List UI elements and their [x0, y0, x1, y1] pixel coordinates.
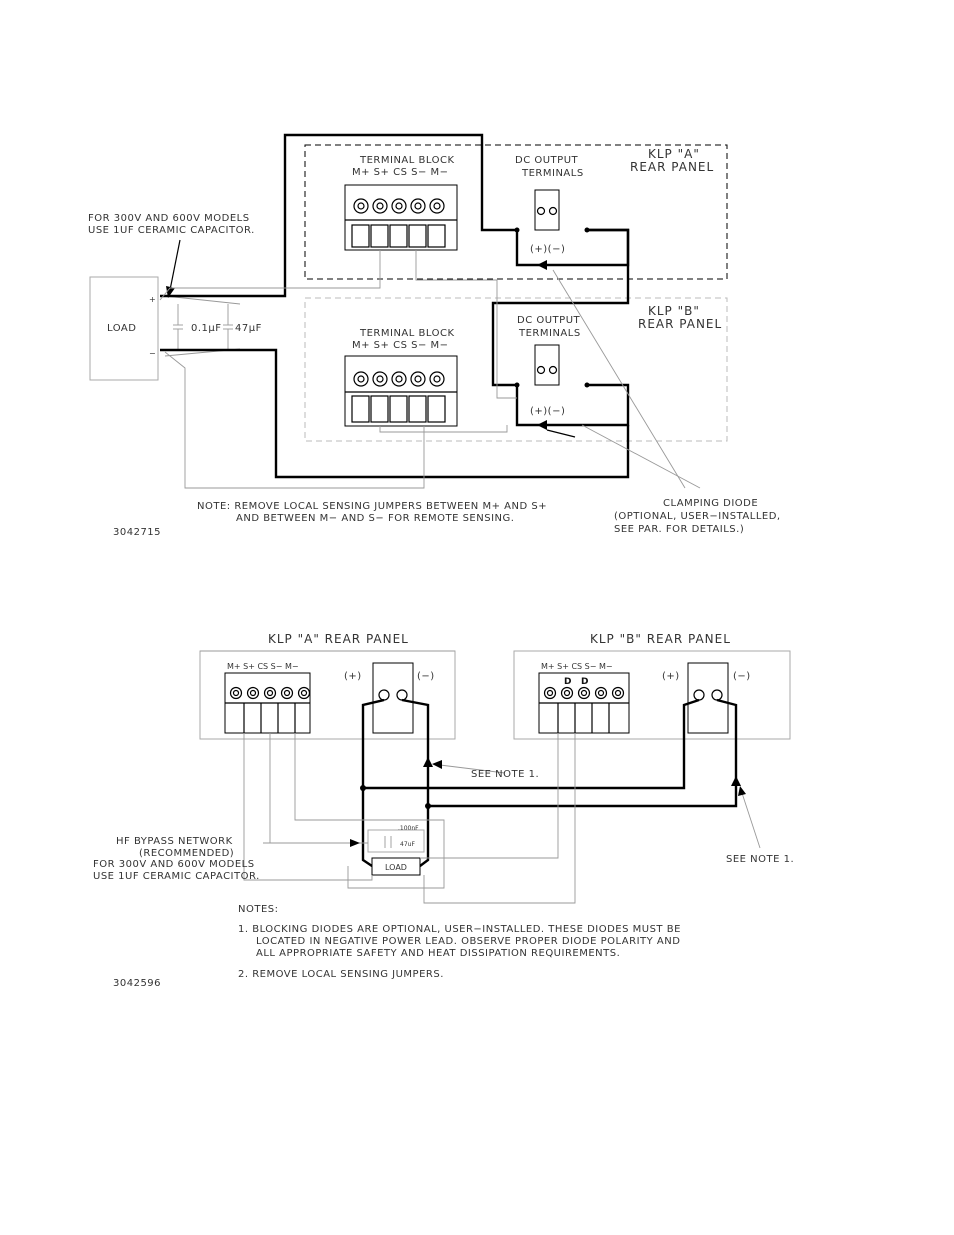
- dc-output-a-polarity: (+)(−): [530, 244, 565, 255]
- load-label-d2: LOAD: [385, 863, 407, 872]
- wire-b-plus: [363, 698, 700, 790]
- diode-mark-2: D: [581, 677, 588, 687]
- panel-b-d2: [513, 650, 791, 740]
- wire-b-loop: [515, 383, 630, 427]
- terminal-block-b: [344, 355, 458, 427]
- dc-output-a-d2: [372, 662, 414, 734]
- clamping-label-1: CLAMPING DIODE: [663, 498, 758, 509]
- dc-output-b-title: DC OUTPUT: [517, 315, 581, 326]
- cap-note-1: FOR 300V AND 600V MODELS: [88, 213, 250, 224]
- load-label: LOAD: [107, 323, 136, 334]
- load-minus: −: [149, 349, 156, 358]
- cap-label-2: 47μF: [235, 323, 262, 334]
- terminal-block-a: [344, 184, 458, 251]
- blocking-diode-b: [731, 776, 741, 786]
- bypass-line1: HF BYPASS NETWORK: [116, 836, 233, 847]
- minus-a-d2: (−): [417, 671, 435, 682]
- bypass-line4: USE 1UF CERAMIC CAPACITOR.: [93, 871, 260, 882]
- notes-title: NOTES:: [238, 904, 279, 915]
- dc-output-a-title2: TERMINALS: [521, 168, 584, 179]
- wire-b-minus: [428, 698, 738, 808]
- cap2-d2: 47uF: [400, 841, 415, 848]
- diagram-parallel-connection: KLP "A" REAR PANEL M+ S+ CS S− M− (+) (−…: [93, 632, 794, 989]
- plus-b-d2: (+): [662, 671, 680, 682]
- dc-output-b-d2: [687, 662, 729, 734]
- figure-id-2: 3042596: [113, 978, 161, 989]
- load-box: [89, 276, 159, 381]
- load-plus: +: [149, 295, 156, 304]
- panel-a-title-d2: KLP "A" REAR PANEL: [268, 632, 409, 646]
- pins-b-d2: M+ S+ CS S− M−: [541, 662, 613, 671]
- blocking-diode-a: [423, 757, 433, 767]
- diagram-series-connection: KLP "A" REAR PANEL KLP "B" REAR PANEL TE…: [88, 133, 781, 538]
- cap-note-2: USE 1UF CERAMIC CAPACITOR.: [88, 225, 255, 236]
- load-box-d2: [371, 857, 421, 876]
- bypass-line3: FOR 300V AND 600V MODELS: [93, 859, 255, 870]
- panel-b-outline: [304, 297, 728, 442]
- figure-id-1: 3042715: [113, 527, 161, 538]
- terminal-block-b-title: TERMINAL BLOCK: [359, 328, 455, 339]
- terminal-block-a-d2: [224, 672, 311, 734]
- wire-a-minus: [401, 698, 430, 867]
- terminal-block-b-d2: [538, 672, 630, 734]
- bypass-network-d2: [367, 829, 425, 853]
- terminal-block-a-pins: M+ S+ CS S− M−: [352, 167, 449, 178]
- screw-terminals-a: [353, 198, 445, 214]
- panel-b-title-1: KLP "B": [648, 304, 700, 318]
- see-note-1b: SEE NOTE 1.: [726, 854, 794, 865]
- see-note-1a: SEE NOTE 1.: [471, 769, 539, 780]
- note1-line2: LOCATED IN NEGATIVE POWER LEAD. OBSERVE …: [256, 936, 680, 947]
- dc-output-a-title: DC OUTPUT: [515, 155, 579, 166]
- panel-a-title-2: REAR PANEL: [630, 160, 714, 174]
- clamping-label-2: (OPTIONAL, USER−INSTALLED,: [614, 511, 781, 522]
- plus-a-d2: (+): [344, 671, 362, 682]
- clamping-diode-a: [537, 260, 547, 270]
- terminal-block-b-pins: M+ S+ CS S− M−: [352, 340, 449, 351]
- wire-load-plus-to-a: [160, 133, 517, 298]
- clamping-label-3: SEE PAR. FOR DETAILS.): [614, 524, 744, 535]
- panel-b-title-d2: KLP "B" REAR PANEL: [590, 632, 731, 646]
- note1-line1: 1. BLOCKING DIODES ARE OPTIONAL, USER−IN…: [238, 924, 681, 935]
- minus-b-d2: (−): [733, 671, 751, 682]
- dc-output-b-title2: TERMINALS: [518, 328, 581, 339]
- bypass-line2: (RECOMMENDED): [139, 848, 234, 859]
- cap1-d2: .100nF: [398, 825, 419, 832]
- wire-a-plus: [361, 698, 385, 867]
- dc-output-terminals-b: [534, 344, 560, 386]
- cap-label-1: 0.1μF: [191, 323, 222, 334]
- panel-a-outline: [304, 144, 728, 280]
- panel-b-title-2: REAR PANEL: [638, 317, 722, 331]
- terminal-block-a-title: TERMINAL BLOCK: [359, 155, 455, 166]
- wire-b-to-load-minus: [160, 348, 630, 479]
- note1-line3: ALL APPROPRIATE SAFETY AND HEAT DISSIPAT…: [256, 948, 620, 959]
- dc-output-b-polarity: (+)(−): [530, 406, 565, 417]
- panel-a-title-1: KLP "A": [648, 147, 700, 161]
- note-1-line1: NOTE: REMOVE LOCAL SENSING JUMPERS BETWE…: [197, 501, 547, 512]
- dc-output-terminals-a: [534, 189, 560, 231]
- note2: 2. REMOVE LOCAL SENSING JUMPERS.: [238, 969, 444, 980]
- pins-a-d2: M+ S+ CS S− M−: [227, 662, 299, 671]
- note-1-line2: AND BETWEEN M− AND S− FOR REMOTE SENSING…: [236, 513, 514, 524]
- clamping-diode-b: [537, 420, 547, 430]
- diode-mark-1: D: [564, 677, 571, 687]
